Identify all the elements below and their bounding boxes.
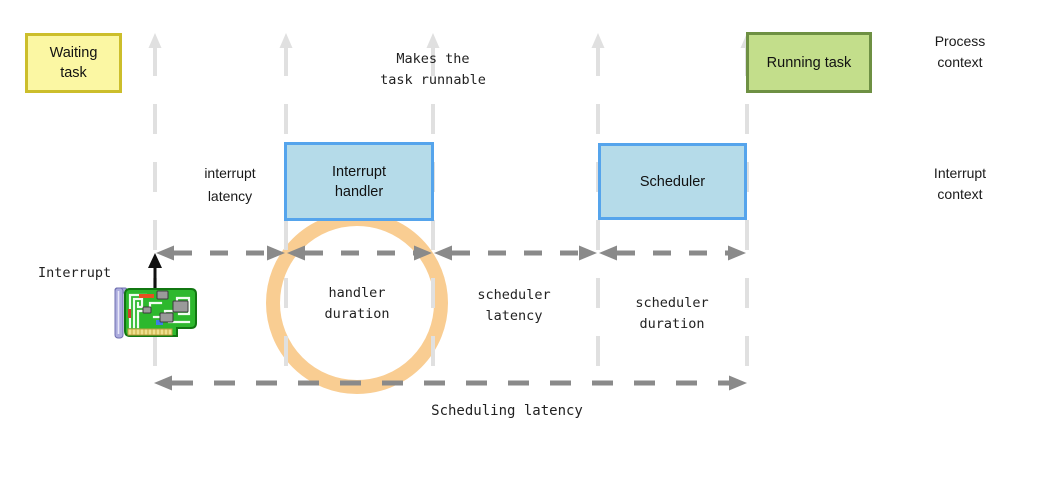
- scheduler-latency-label: scheduler latency: [477, 287, 551, 324]
- scheduling-latency-arrow: [154, 375, 747, 391]
- running-task-box: Running task: [746, 32, 872, 93]
- scheduling-latency-label: Scheduling latency: [431, 403, 583, 419]
- handler-duration-label: handler duration: [324, 285, 390, 322]
- process-context-label: Process context: [934, 33, 986, 70]
- interrupt-label: Interrupt: [38, 265, 112, 281]
- scheduler-box: Scheduler: [598, 143, 747, 220]
- makes-task-runnable-label: Makes the task runnable: [380, 51, 486, 88]
- interrupt-latency-arrow: [156, 245, 285, 261]
- waiting-task-box: Waiting task: [25, 33, 122, 93]
- interrupt-context-label: Interrupt context: [933, 165, 987, 202]
- interrupt-handler-box: Interrupt handler: [284, 142, 434, 221]
- scheduler-duration-arrow: [599, 245, 746, 261]
- scheduler-duration-label: scheduler duration: [635, 295, 709, 332]
- network-card-icon: [114, 287, 197, 339]
- scheduler-latency-arrow: [434, 245, 597, 261]
- interrupt-latency-label: interrupt latency: [204, 165, 256, 204]
